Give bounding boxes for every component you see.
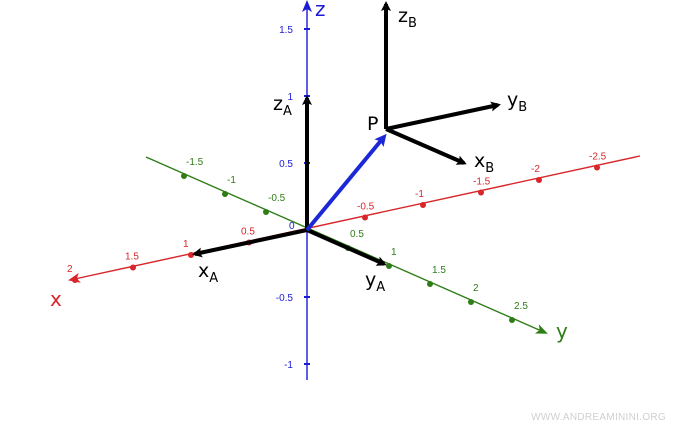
z-tick-label: 0.5 — [279, 159, 293, 170]
x-tick-label: -1 — [415, 189, 424, 200]
watermark: WWW.ANDREAMININI.ORG — [531, 412, 666, 423]
frame-b-y-vector — [385, 101, 501, 131]
x-axis-line — [68, 155, 641, 283]
frame-a-z-label: zA — [273, 93, 292, 119]
x-tick-mark — [188, 252, 194, 258]
y-tick-label: -1 — [227, 175, 236, 186]
frame-a-x-label: xA — [198, 260, 218, 286]
frame-b-x-label: xB — [474, 150, 494, 176]
x-tick-mark — [536, 177, 542, 183]
y-tick-mark — [222, 191, 228, 197]
position-vector-p — [305, 133, 387, 232]
x-tick-label: 2 — [67, 264, 73, 275]
frame-a-y-label: yA — [365, 269, 385, 295]
x-tick-mark — [594, 164, 600, 171]
frame-a-y-vector — [306, 228, 387, 266]
y-tick-mark — [427, 281, 433, 287]
z-tick-label: -0.5 — [276, 293, 294, 304]
y-tick-label: -0.5 — [268, 193, 286, 204]
frame-b-y-label: yB — [507, 89, 527, 115]
x-tick-label: -2.5 — [589, 152, 607, 163]
x-tick-mark — [478, 189, 484, 196]
x-tick-label: -0.5 — [357, 202, 375, 213]
x-tick-mark — [130, 264, 136, 271]
y-axis-line — [145, 156, 548, 334]
y-tick-mark — [509, 317, 515, 323]
x-tick-label: 0.5 — [241, 227, 255, 238]
x-tick-mark — [420, 202, 426, 208]
frame-b-z-label: zB — [398, 5, 417, 31]
y-tick-label: 1 — [391, 247, 397, 258]
y-tick-mark — [181, 173, 187, 179]
y-tick-label: 1.5 — [432, 265, 446, 276]
x-axis-label: x — [50, 287, 62, 311]
frame-a-x-vector — [192, 228, 308, 258]
z-tick-label: 1 — [287, 92, 293, 103]
x-tick-mark — [72, 277, 78, 283]
y-axis-ticks: -1.5 -1 -0.5 0.5 1 1.5 2 2.5 — [181, 157, 528, 323]
y-tick-label: 2 — [473, 283, 479, 294]
origin-label: 0 — [289, 221, 295, 232]
y-tick-mark — [386, 263, 392, 269]
y-tick-mark — [263, 209, 269, 215]
y-axis-label: y — [556, 319, 568, 343]
z-tick-label: 1.5 — [279, 25, 293, 36]
frame-b-x-vector — [385, 127, 467, 165]
x-tick-label: -2 — [531, 164, 540, 175]
x-tick-label: 1 — [183, 239, 189, 250]
z-tick-label: -1 — [284, 360, 293, 371]
y-tick-label: -1.5 — [186, 157, 204, 168]
y-tick-label: 0.5 — [350, 229, 364, 240]
x-tick-label: -1.5 — [473, 177, 491, 188]
point-p-label: P — [367, 113, 378, 135]
x-tick-mark — [362, 214, 368, 221]
y-tick-mark — [468, 299, 474, 305]
y-tick-label: 2.5 — [514, 301, 528, 312]
x-tick-label: 1.5 — [125, 252, 139, 263]
z-axis-label: z — [315, 0, 326, 21]
